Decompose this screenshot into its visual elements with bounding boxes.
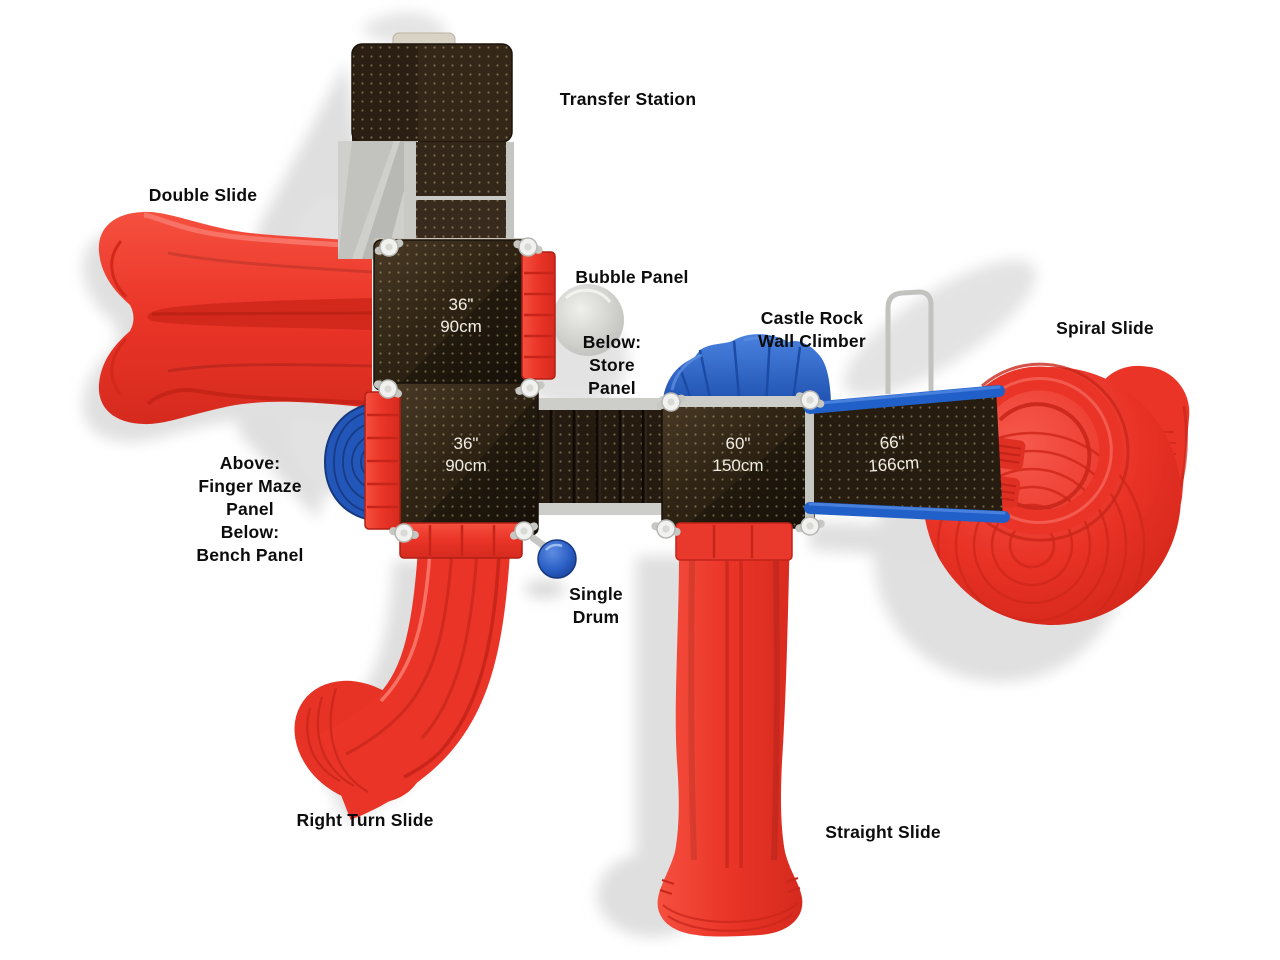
deck-height-cm: 90cm (445, 456, 487, 475)
deck-height-inches: 60" (725, 434, 751, 453)
lower-36-deck-shape (391, 382, 539, 536)
store-panel-label: Below: Store Panel (582, 332, 642, 398)
finger-maze-panel-shape (323, 391, 401, 530)
straight-slide-shape (657, 522, 803, 937)
double-slide-shape (98, 211, 373, 425)
transfer-station-label: Transfer Station (559, 89, 697, 109)
deck-size-label-lower-36: 36" 90cm (416, 433, 516, 477)
deck-size-label-60: 60" 150cm (688, 433, 788, 477)
upper-36-deck-shape (373, 238, 533, 391)
right-turn-slide-label: Right Turn Slide (296, 810, 434, 830)
stairs (519, 398, 669, 515)
single-drum-label: Single Drum (569, 584, 623, 627)
bubble-panel-label: Bubble Panel (575, 267, 689, 287)
deck-height-inches: 36" (448, 295, 474, 314)
66-ramp-shape (804, 385, 1010, 523)
straight-slide-label: Straight Slide (825, 822, 941, 842)
single-drum-shape (529, 534, 577, 579)
right-turn-slide-shape (294, 547, 510, 820)
deck-size-label-upper-36: 36" 90cm (411, 294, 511, 338)
deck-height-inches: 36" (453, 434, 479, 453)
deck-height-cm: 90cm (440, 317, 482, 336)
castle-rock-climber-shape (662, 334, 831, 409)
60-deck-shape (658, 396, 818, 529)
deck-height-cm: 150cm (712, 456, 764, 475)
spiral-handle-loop (885, 289, 934, 394)
double-slide-label: Double Slide (148, 185, 258, 205)
castle-rock-label: Castle Rock Wall Climber (758, 308, 866, 351)
deck-size-label-66-ramp: 66" 166cm (842, 429, 945, 480)
transfer-station-structure (338, 32, 514, 259)
bench-panel-shape (399, 522, 523, 559)
finger-maze-bench-label: Above: Finger Maze Panel Below: Bench Pa… (196, 453, 304, 565)
spiral-slide-label: Spiral Slide (1056, 318, 1154, 338)
